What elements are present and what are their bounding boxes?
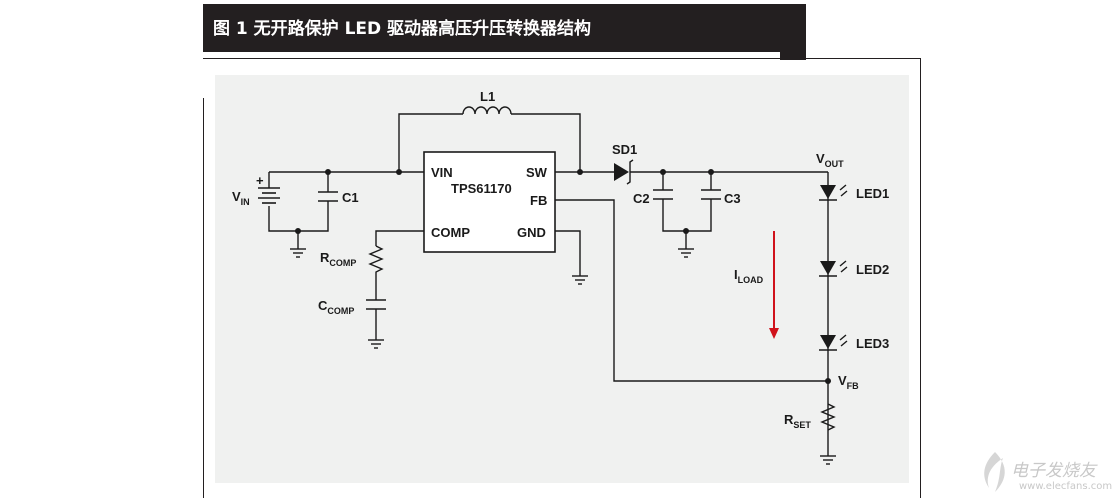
ic-pin-fb: FB xyxy=(530,193,547,208)
vout-label: VOUT xyxy=(816,151,844,169)
ic-body xyxy=(423,151,556,253)
comp-pin-wire xyxy=(375,230,424,246)
l1-label: L1 xyxy=(480,89,495,104)
title-accent-block xyxy=(780,4,806,60)
ic-part-number: TPS61170 xyxy=(451,181,512,196)
ic-pin-sw: SW xyxy=(526,165,548,180)
watermark-url: www.elecfans.com xyxy=(1019,481,1113,492)
c2-label: C2 xyxy=(633,191,650,206)
junction-dot xyxy=(325,169,331,175)
c3-capacitor-symbol xyxy=(701,189,721,200)
rset-label: RSET xyxy=(784,412,811,430)
led2-symbol xyxy=(819,260,848,277)
l1-inductor-symbol xyxy=(462,106,512,115)
figure-title-bar: 图 1 无开路保护 LED 驱动器高压升压转换器结构 xyxy=(203,4,780,52)
rcomp-label: RCOMP xyxy=(320,250,356,268)
rset-resistor-symbol xyxy=(820,403,836,431)
led1-symbol xyxy=(819,184,848,201)
figure-frame xyxy=(203,58,921,498)
ground-symbol xyxy=(678,231,694,258)
gnd-pin-wire xyxy=(555,230,581,276)
inductor-wires xyxy=(398,113,581,172)
figure-title: 图 1 无开路保护 LED 驱动器高压升压转换器结构 xyxy=(213,19,592,39)
diagram-panel xyxy=(215,75,909,483)
ic-pin-comp: COMP xyxy=(431,225,470,240)
ccomp-capacitor-symbol xyxy=(366,299,386,340)
ground-symbol xyxy=(368,339,384,349)
vin-label: VIN xyxy=(232,189,250,207)
fb-feedback-wire xyxy=(555,199,828,382)
iload-label: ILOAD xyxy=(734,267,764,285)
sd1-label: SD1 xyxy=(612,142,637,157)
c3-label: C3 xyxy=(724,191,741,206)
ground-symbol xyxy=(820,434,836,465)
junction-dot xyxy=(577,169,583,175)
ic-pin-vin: VIN xyxy=(431,165,453,180)
vin-polarity-mark: + xyxy=(256,173,264,188)
ground-symbol xyxy=(290,231,306,258)
c1-label: C1 xyxy=(342,190,359,205)
output-cap-wires xyxy=(662,172,712,232)
led2-label: LED2 xyxy=(856,262,889,277)
junction-dot xyxy=(825,378,831,384)
led3-symbol xyxy=(819,334,848,351)
figure-frame-left xyxy=(203,98,204,498)
vfb-label: VFB xyxy=(838,373,859,391)
led3-label: LED3 xyxy=(856,336,889,351)
watermark: 电子发烧友 www.elecfans.com xyxy=(975,448,1115,498)
watermark-logo-icon xyxy=(984,452,1005,492)
led1-label: LED1 xyxy=(856,186,889,201)
c2-capacitor-symbol xyxy=(653,189,673,200)
ic-pin-gnd: GND xyxy=(517,225,546,240)
vin-battery-symbol xyxy=(258,187,280,204)
ccomp-label: CCOMP xyxy=(318,298,354,316)
ground-symbol xyxy=(572,275,588,285)
rcomp-resistor-symbol xyxy=(368,245,384,300)
iload-current-arrow xyxy=(769,231,779,339)
c1-capacitor-symbol xyxy=(318,188,338,206)
watermark-name: 电子发烧友 xyxy=(1011,461,1096,481)
